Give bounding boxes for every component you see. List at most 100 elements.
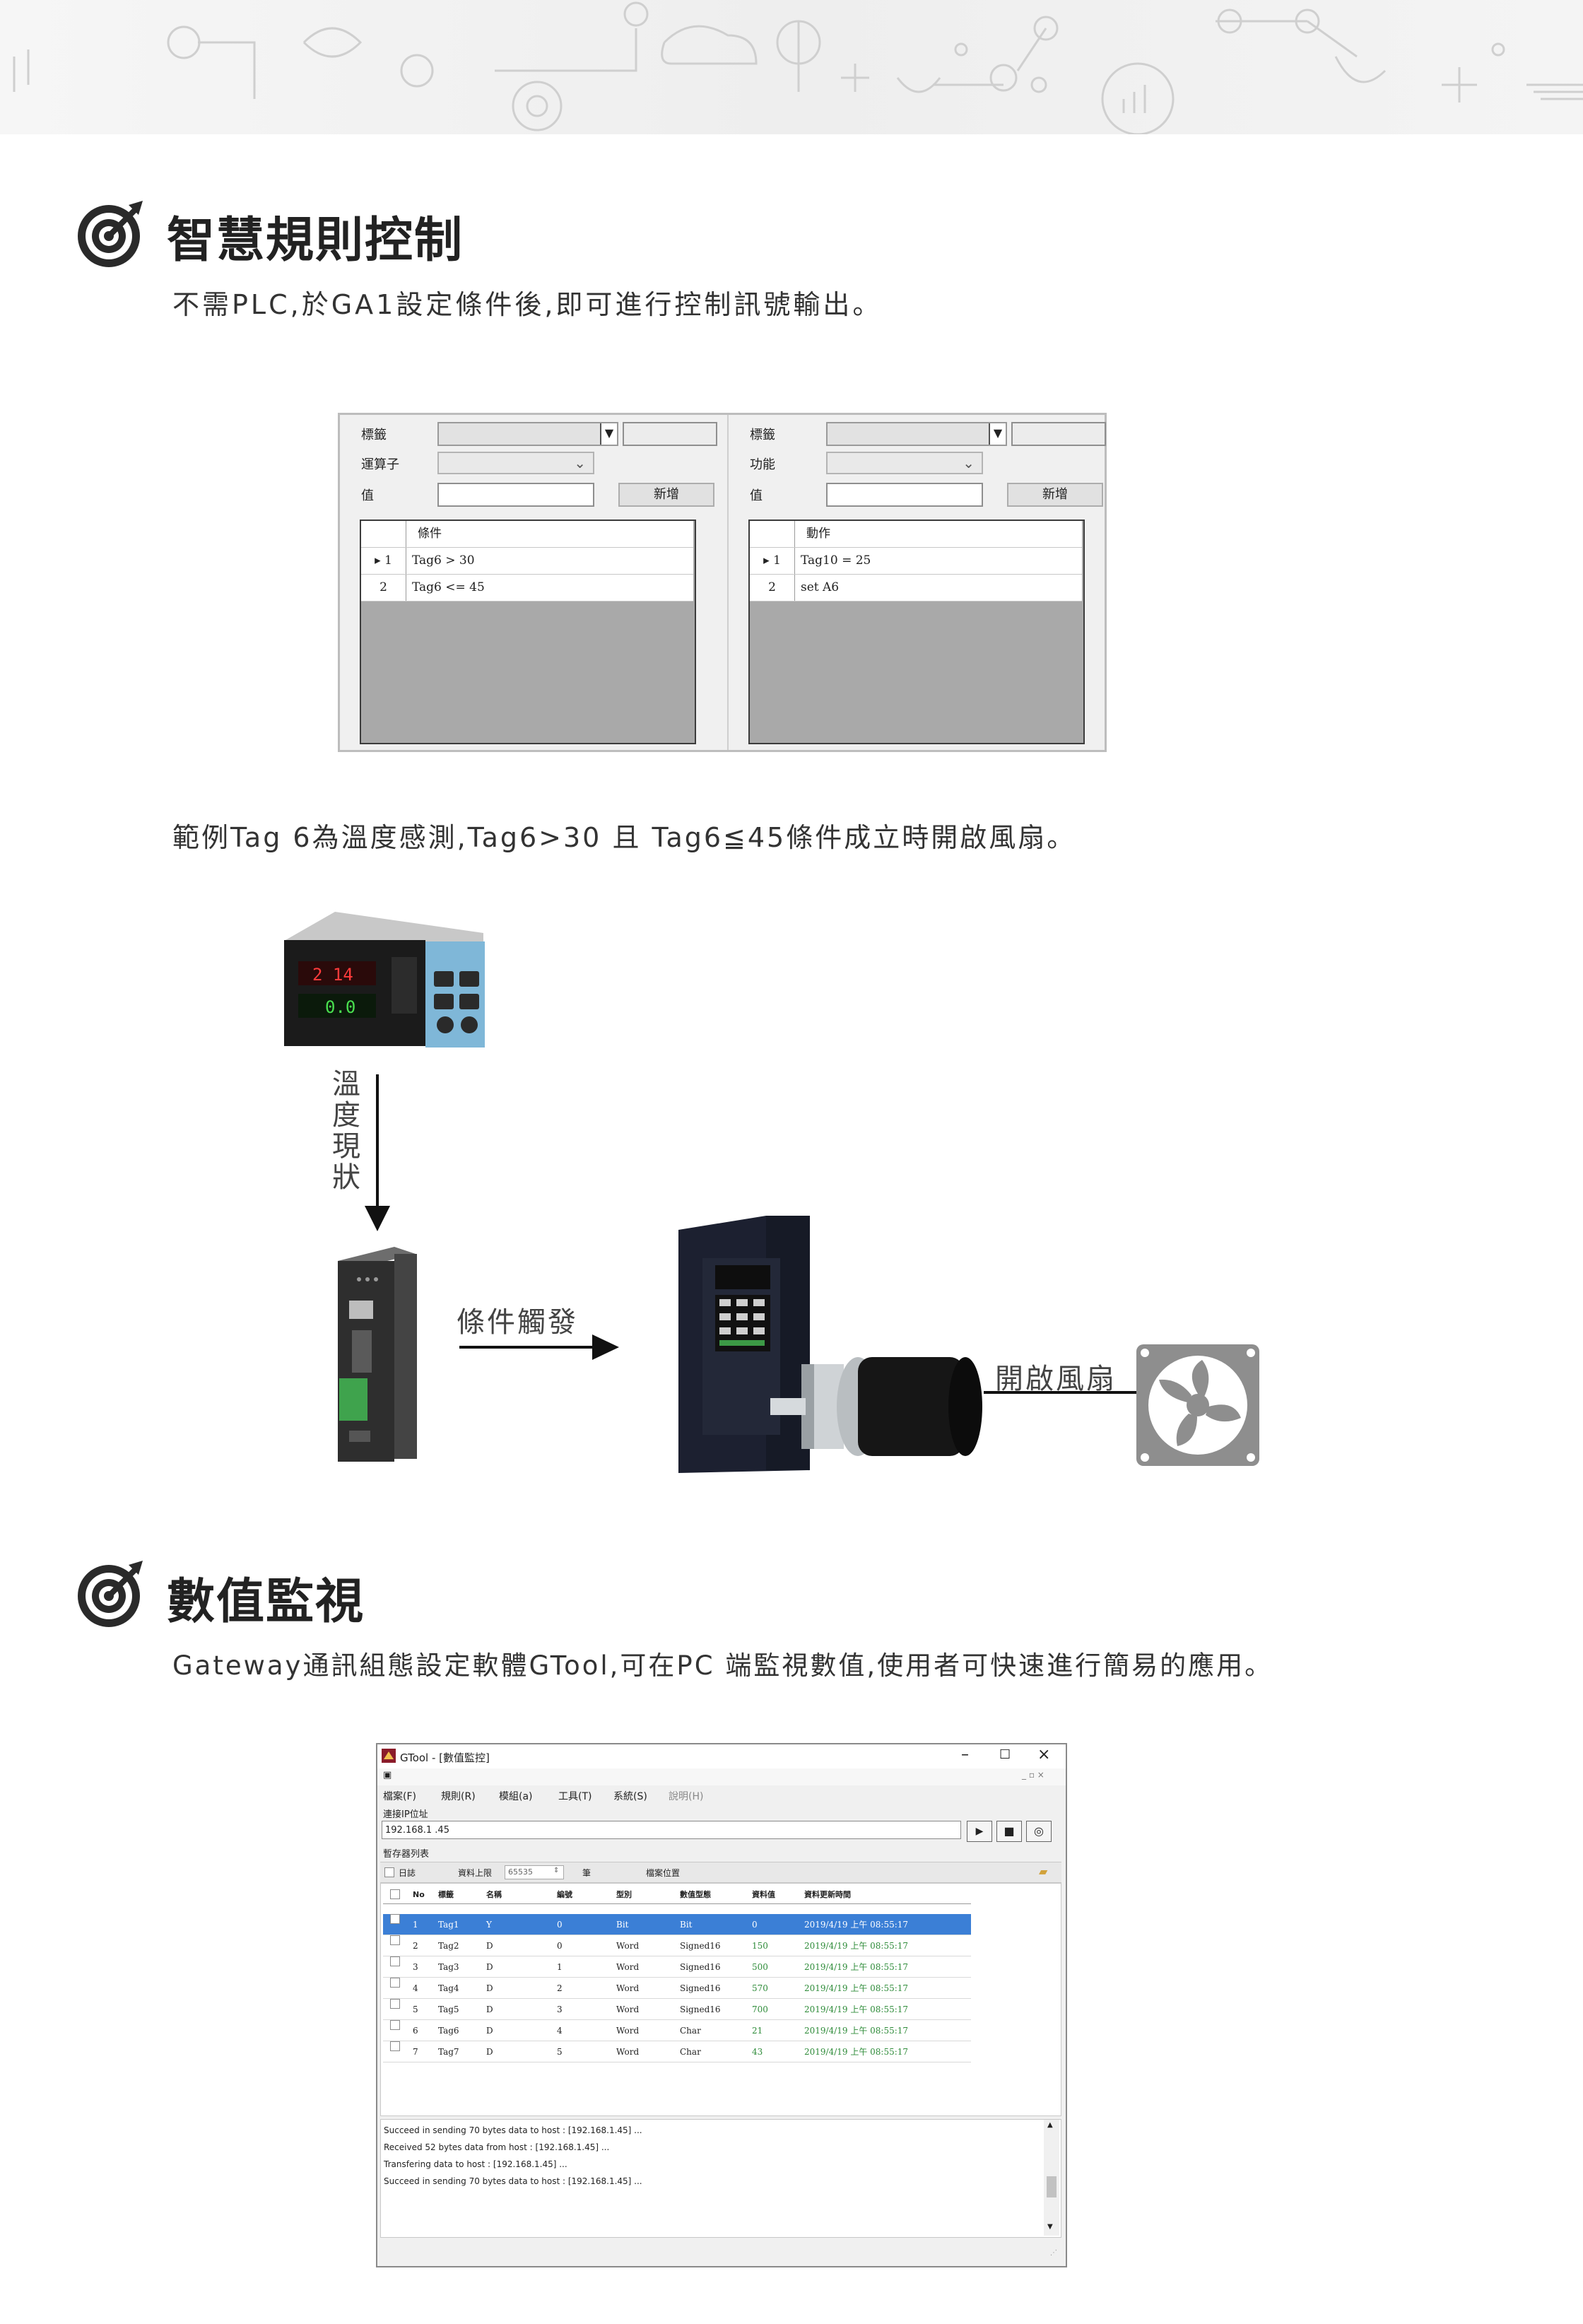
cell-type: Word <box>616 2026 640 2036</box>
gtool-window: GTool - [數值監控] – ☐ × ▣ _ ▫ × 檔案(F) 規則(R)… <box>376 1743 1067 2267</box>
minimize-button[interactable]: – <box>961 1746 969 1763</box>
cell-no: 5 <box>413 2005 418 2014</box>
action-tag-combobox[interactable]: ▼ <box>826 422 1007 446</box>
add-condition-button[interactable]: 新增 <box>618 483 714 507</box>
menu-help[interactable]: 說明(H) <box>669 1791 704 1802</box>
column-value: 資料值 <box>752 1890 775 1899</box>
rule-editor-panel: 標籤 ▼ 運算子 ⌄ 值 新增 條件 ▸ 1 Tag6 > 30 2 Tag6 … <box>338 413 1107 752</box>
row-checkbox[interactable] <box>390 2020 400 2030</box>
menu-system[interactable]: 系統(S) <box>613 1791 647 1802</box>
cell-no: 2 <box>413 1941 418 1951</box>
mdi-bar: ▣ _ ▫ × <box>377 1768 1066 1785</box>
scroll-thumb[interactable] <box>1047 2176 1057 2197</box>
document-icon: ▣ <box>383 1770 392 1780</box>
right-arrow-icon <box>459 1334 619 1360</box>
row-checkbox[interactable] <box>390 1914 400 1924</box>
unit-label: 筆 <box>582 1868 592 1878</box>
add-action-button[interactable]: 新增 <box>1007 483 1103 507</box>
current-row-icon: ▸ <box>763 553 770 568</box>
menu-tools[interactable]: 工具(T) <box>558 1791 592 1802</box>
cell-id: 0 <box>557 1920 563 1930</box>
stop-button[interactable]: ■ <box>996 1821 1022 1842</box>
maximize-button[interactable]: ☐ <box>999 1747 1011 1762</box>
function-select[interactable]: ⌄ <box>826 452 983 474</box>
condition-tag-combobox[interactable]: ▼ <box>437 422 618 446</box>
log-checkbox[interactable] <box>384 1867 394 1877</box>
play-button[interactable]: ▶ <box>967 1821 992 1842</box>
cell-id: 4 <box>557 2026 563 2036</box>
cell-tag: Tag6 <box>438 2026 459 2036</box>
action-tag-extra-field[interactable] <box>1011 422 1106 446</box>
cell-time: 2019/4/19 上午 08:55:17 <box>804 1962 909 1972</box>
value-label: 值 <box>750 488 763 503</box>
operator-select[interactable]: ⌄ <box>437 452 594 474</box>
grid-header: 條件 <box>361 521 693 548</box>
select-all-checkbox[interactable] <box>390 1889 400 1899</box>
menu-rules[interactable]: 規則(R) <box>441 1791 476 1802</box>
connector-line <box>984 1391 1139 1394</box>
column-header-action: 動作 <box>806 527 830 541</box>
condition-value-input[interactable] <box>437 483 594 507</box>
cell-no: 7 <box>413 2047 418 2057</box>
cell-type: Bit <box>616 1920 629 1930</box>
scroll-up-icon[interactable]: ▲ <box>1047 2121 1053 2129</box>
scroll-down-icon[interactable]: ▼ <box>1047 2223 1053 2231</box>
section-subtitle-smart-rules: 不需PLC,於GA1設定條件後,即可進行控制訊號輸出。 <box>172 289 883 320</box>
data-limit-stepper[interactable]: 65535 ⇕ <box>505 1865 564 1879</box>
action-row[interactable]: ▸ 1 Tag10 = 25 <box>750 548 1082 575</box>
resize-grip-icon[interactable]: ⋰ <box>1050 2249 1057 2257</box>
cell-type: Word <box>616 1983 640 1993</box>
stepper-arrows-icon: ⇕ <box>553 1867 560 1874</box>
cell-value: 0 <box>752 1920 758 1930</box>
cell-vtype: Signed16 <box>680 2005 721 2014</box>
cell-time: 2019/4/19 上午 08:55:17 <box>804 2026 909 2036</box>
fan-on-label: 開啟風扇 <box>995 1363 1117 1395</box>
menu-modules[interactable]: 模組(a) <box>499 1791 533 1802</box>
cell-value: 43 <box>752 2047 763 2057</box>
cell-type: Word <box>616 2047 640 2057</box>
condition-tag-extra-field[interactable] <box>623 422 717 446</box>
cell-no: 3 <box>413 1962 418 1972</box>
log-scrollbar[interactable]: ▲ ▼ <box>1044 2120 1059 2236</box>
cell-tag: Tag2 <box>438 1941 459 1951</box>
chevron-down-icon: ⌄ <box>963 454 975 471</box>
file-location-label: 檔案位置 <box>646 1868 681 1878</box>
row-checkbox[interactable] <box>390 1978 400 1988</box>
condition-row[interactable]: 2 Tag6 <= 45 <box>361 575 693 601</box>
condition-row[interactable]: ▸ 1 Tag6 > 30 <box>361 548 693 575</box>
row-checkbox[interactable] <box>390 2041 400 2051</box>
condition-text: Tag6 <= 45 <box>412 580 485 594</box>
cell-id: 3 <box>557 2005 563 2014</box>
row-checkbox[interactable] <box>390 1935 400 1945</box>
header-banner <box>0 0 1583 134</box>
row-checkbox[interactable] <box>390 1999 400 2009</box>
log-line: Succeed in sending 70 bytes data to host… <box>384 2125 642 2135</box>
record-button[interactable]: ◎ <box>1026 1821 1052 1842</box>
controller-bottom-readout: 0.0 <box>325 997 355 1017</box>
data-limit-label: 資料上限 <box>458 1868 493 1878</box>
folder-icon[interactable]: ▰ <box>1039 1865 1048 1878</box>
cell-type: Word <box>616 2005 640 2014</box>
cell-vtype: Signed16 <box>680 1983 721 1993</box>
row-checkbox[interactable] <box>390 1956 400 1966</box>
close-button[interactable]: × <box>1037 1746 1051 1763</box>
ip-address-input[interactable]: 192.168.1 .45 <box>382 1821 961 1839</box>
list-toolbar: 日誌 資料上限 65535 ⇕ 筆 檔案位置 ▰ <box>380 1862 1061 1883</box>
column-tag: 標籤 <box>438 1890 454 1899</box>
title-bar: GTool - [數值監控] – ☐ × <box>377 1744 1066 1768</box>
action-text: Tag10 = 25 <box>801 553 871 568</box>
mdi-controls[interactable]: _ ▫ × <box>1022 1770 1044 1780</box>
column-type: 型別 <box>616 1890 632 1899</box>
action-value-input[interactable] <box>826 483 983 507</box>
menu-file[interactable]: 檔案(F) <box>383 1791 416 1802</box>
ip-label: 連接IP位址 <box>383 1809 428 1820</box>
file-location-field[interactable] <box>705 1865 1016 1879</box>
action-row[interactable]: 2 set A6 <box>750 575 1082 601</box>
